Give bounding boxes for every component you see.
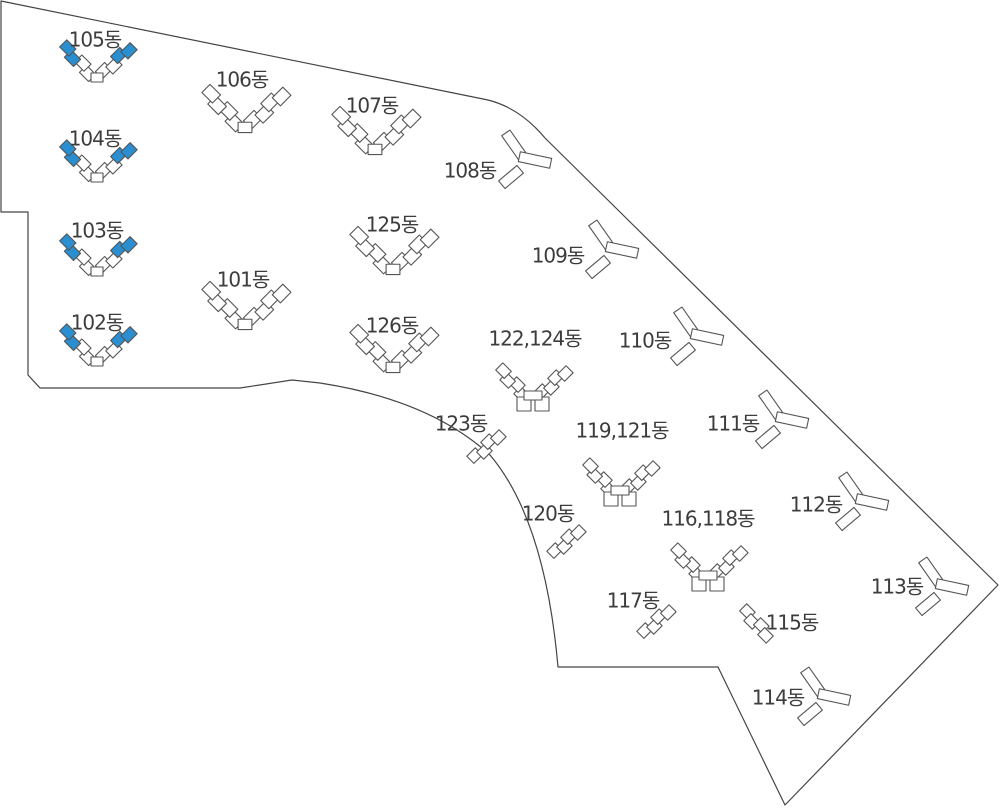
- building-label[interactable]: 126동: [366, 314, 420, 338]
- building-label[interactable]: 112동: [790, 493, 844, 517]
- building-113[interactable]: [915, 556, 970, 617]
- building-label[interactable]: 116,118동: [661, 507, 756, 531]
- building-label[interactable]: 111동: [707, 412, 761, 436]
- building-label[interactable]: 106동: [216, 68, 270, 92]
- building-109[interactable]: [585, 219, 640, 280]
- building-111[interactable]: [755, 389, 810, 450]
- building-label[interactable]: 114동: [752, 686, 806, 710]
- building-label[interactable]: 115동: [766, 611, 820, 635]
- building-104[interactable]: [59, 139, 138, 183]
- building-102[interactable]: [59, 323, 138, 367]
- building-101[interactable]: [201, 280, 292, 331]
- building-105[interactable]: [59, 39, 138, 83]
- building-label[interactable]: 110동: [619, 329, 673, 353]
- building-114[interactable]: [797, 666, 852, 727]
- building-label[interactable]: 109동: [532, 244, 586, 268]
- building-label[interactable]: 122,124동: [488, 327, 583, 351]
- building-122124[interactable]: [495, 362, 574, 412]
- building-label[interactable]: 113동: [871, 575, 925, 599]
- building-112[interactable]: [835, 471, 890, 532]
- building-label[interactable]: 119,121동: [575, 419, 670, 443]
- building-label[interactable]: 120동: [522, 502, 576, 526]
- building-label[interactable]: 108동: [444, 159, 498, 183]
- building-label[interactable]: 125동: [366, 213, 420, 237]
- labels-layer: 105동 104동 103동 102동 106동 101동 107동 125동 126동 108동…: [69, 28, 925, 710]
- building-label[interactable]: 103동: [71, 219, 125, 243]
- building-label[interactable]: 105동: [69, 28, 123, 52]
- building-108[interactable]: [498, 129, 553, 190]
- building-label[interactable]: 104동: [69, 127, 123, 151]
- building-103[interactable]: [59, 233, 138, 277]
- building-115[interactable]: [739, 603, 774, 644]
- building-125[interactable]: [349, 225, 440, 276]
- building-label[interactable]: 102동: [71, 311, 125, 335]
- building-110[interactable]: [670, 306, 725, 367]
- building-106[interactable]: [201, 83, 292, 134]
- building-label[interactable]: 117동: [607, 589, 661, 613]
- building-119121[interactable]: [582, 457, 661, 507]
- building-120[interactable]: [546, 524, 587, 559]
- building-126[interactable]: [349, 323, 440, 374]
- building-label[interactable]: 123동: [435, 412, 489, 436]
- building-label[interactable]: 107동: [346, 94, 400, 118]
- building-123[interactable]: [466, 429, 507, 464]
- building-117[interactable]: [636, 604, 677, 639]
- building-107[interactable]: [331, 105, 422, 156]
- building-label[interactable]: 101동: [217, 268, 271, 292]
- buildings-layer: [59, 39, 970, 727]
- building-116118[interactable]: [670, 542, 749, 592]
